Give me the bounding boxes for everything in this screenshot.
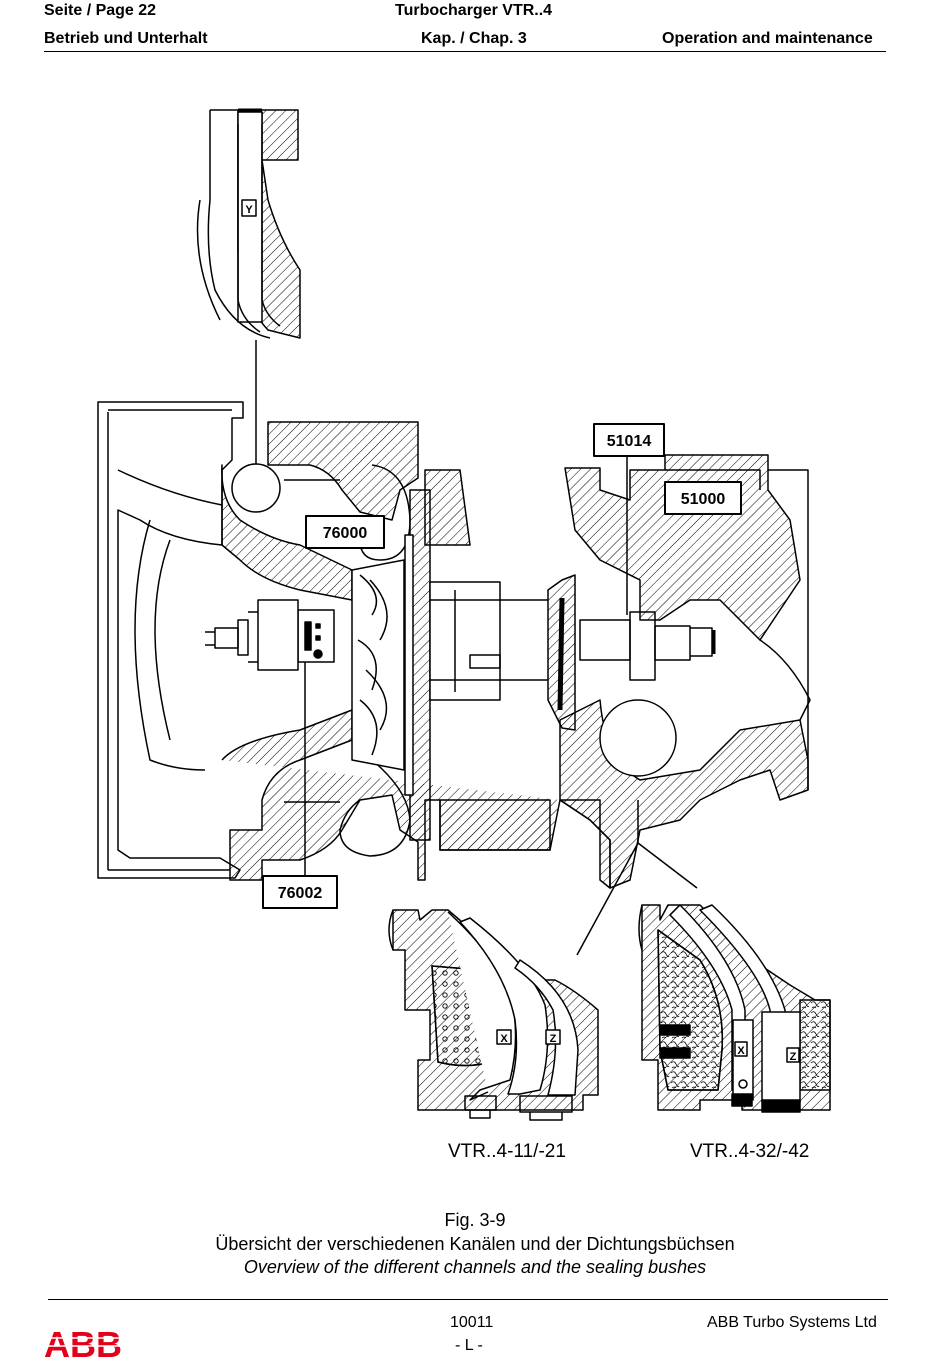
revision-mark: - L - — [455, 1337, 483, 1354]
channel-marker-x-left: X — [500, 1033, 508, 1045]
document-number: 10011 — [450, 1314, 494, 1331]
part-label-51000: 51000 — [681, 491, 726, 508]
part-label-76002: 76002 — [278, 885, 323, 902]
channel-marker-y: Y — [245, 204, 253, 216]
part-label-51014: 51014 — [607, 433, 652, 450]
inset-vtr-32-42 — [638, 904, 831, 1113]
header-rule — [44, 51, 886, 52]
document-title: Turbocharger VTR..4 — [395, 2, 553, 19]
channel-marker-z-left: Z — [550, 1033, 557, 1045]
variant-label-left: VTR..4-11/-21 — [448, 1141, 566, 1162]
caption-english: Overview of the different channels and t… — [243, 1257, 707, 1277]
inset-vtr-11-21 — [388, 909, 599, 1121]
svg-text:ABB: ABB — [44, 1326, 122, 1360]
section-title-de: Betrieb und Unterhalt — [44, 30, 208, 47]
caption-german: Übersicht der verschiedenen Kanälen und … — [215, 1234, 735, 1254]
abb-logo: ABB — [44, 1326, 124, 1360]
company-name: ABB Turbo Systems Ltd — [707, 1314, 877, 1331]
channel-marker-z-right: Z — [790, 1051, 797, 1063]
channel-marker-x-right: X — [737, 1045, 745, 1057]
variant-label-right: VTR..4-32/-42 — [690, 1141, 810, 1162]
page-number: Seite / Page 22 — [44, 2, 157, 19]
chapter-label: Kap. / Chap. 3 — [421, 30, 527, 47]
section-title-en: Operation and maintenance — [662, 30, 873, 47]
figure-number: Fig. 3-9 — [444, 1210, 506, 1230]
footer-rule — [48, 1299, 888, 1300]
inset-channel-y — [196, 108, 301, 339]
part-label-76000: 76000 — [323, 525, 368, 542]
